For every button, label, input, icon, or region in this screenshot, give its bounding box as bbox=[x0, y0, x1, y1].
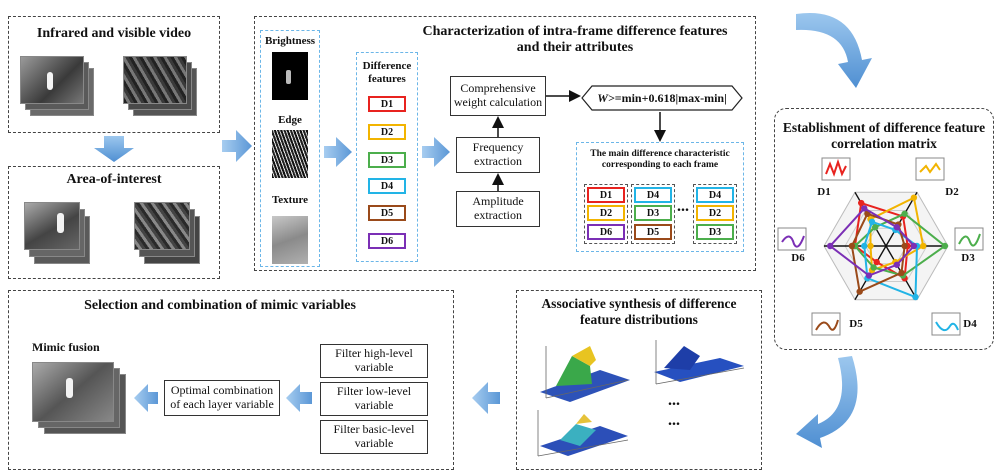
group2-d4: D4 bbox=[634, 187, 672, 203]
difference-features-column bbox=[356, 52, 418, 262]
filter-high-box: Filter high-level variable bbox=[320, 344, 428, 378]
radar-point bbox=[901, 210, 908, 217]
group3-d3: D3 bbox=[696, 224, 734, 240]
radar-point bbox=[910, 194, 918, 201]
radar-point bbox=[871, 224, 879, 231]
frame-group-3 bbox=[693, 184, 737, 244]
flow-arrow-filter-to-optimal bbox=[286, 384, 312, 412]
main-difference-title: The main difference characteristic corre… bbox=[590, 149, 730, 170]
radar-point bbox=[865, 272, 873, 279]
step-arrows bbox=[492, 90, 666, 191]
formula-rhs: =min+0.618|max-min| bbox=[614, 90, 727, 105]
group3-d2: D2 bbox=[696, 205, 734, 221]
group3-d4: D4 bbox=[696, 187, 734, 203]
correlation-title: Establishment of difference feature corr… bbox=[782, 120, 986, 151]
brightness-image bbox=[272, 52, 308, 100]
texture-label: Texture bbox=[271, 194, 309, 206]
frame-group-1 bbox=[584, 184, 628, 244]
diff-feature-d6: D6 bbox=[368, 233, 406, 249]
frequency-extraction-box: Frequency extraction bbox=[456, 137, 540, 173]
video-panel-title: Infrared and visible video bbox=[36, 26, 192, 41]
threshold-formula: W>=min+0.618|max-min| bbox=[582, 86, 742, 110]
radar-point bbox=[856, 288, 863, 295]
video-panel bbox=[8, 16, 220, 133]
formula-lhs: W> bbox=[597, 90, 615, 105]
flow-arrow-features-to-diff bbox=[324, 137, 352, 167]
diff-feature-d5: D5 bbox=[368, 205, 406, 221]
radar-label-d5: D5 bbox=[849, 318, 863, 330]
radar-point bbox=[867, 242, 874, 250]
curved-arrow-top bbox=[796, 12, 872, 88]
radar-point bbox=[870, 264, 877, 271]
radar-point bbox=[858, 199, 865, 207]
amplitude-extraction-box: Amplitude extraction bbox=[456, 191, 540, 227]
main-difference-ellipsis: ... bbox=[677, 198, 689, 215]
selection-panel bbox=[8, 290, 454, 470]
flow-arrow-diff-to-steps bbox=[422, 137, 450, 167]
characterization-title: Characterization of intra-frame differen… bbox=[422, 24, 728, 56]
weight-calculation-box: Comprehensive weight calculation bbox=[450, 76, 546, 116]
frame-group-2 bbox=[631, 184, 675, 244]
radar-point bbox=[920, 242, 927, 250]
main-difference-panel bbox=[576, 142, 744, 252]
surface-plots bbox=[537, 340, 745, 457]
radar-label-d1: D1 bbox=[817, 186, 831, 198]
radar-label-d2: D2 bbox=[945, 186, 959, 198]
radar-label-d4: D4 bbox=[963, 318, 977, 330]
synthesis-ellipsis-2: ... bbox=[668, 412, 680, 429]
curved-arrow-bottom bbox=[796, 356, 858, 448]
aoi-panel-title: Area-of-interest bbox=[66, 172, 162, 187]
flow-arrow-video-to-aoi bbox=[94, 136, 134, 162]
group1-d1: D1 bbox=[587, 187, 625, 203]
radar-point bbox=[873, 258, 880, 266]
group1-d2: D2 bbox=[587, 205, 625, 221]
radar-thumbnail-curves bbox=[781, 158, 981, 332]
radar-point bbox=[898, 269, 905, 277]
radar-point bbox=[941, 242, 949, 250]
radar-point bbox=[848, 242, 856, 250]
diff-feature-d4: D4 bbox=[368, 178, 406, 194]
flow-arrow-to-characterization bbox=[222, 130, 252, 162]
group1-d6: D6 bbox=[587, 224, 625, 240]
correlation-panel bbox=[774, 108, 994, 350]
difference-features-title: Difference features bbox=[362, 60, 412, 85]
diff-feature-d3: D3 bbox=[368, 152, 406, 168]
formula-hexagon bbox=[581, 85, 743, 111]
diff-feature-d2: D2 bbox=[368, 124, 406, 140]
flow-arrow-optimal-to-fusion bbox=[134, 384, 158, 412]
correlation-radar bbox=[823, 191, 949, 301]
radar-label-d6: D6 bbox=[791, 252, 805, 264]
synthesis-panel bbox=[516, 290, 762, 470]
characterization-panel bbox=[254, 16, 756, 271]
radar-point bbox=[861, 242, 868, 250]
synthesis-ellipsis-1: ... bbox=[668, 392, 680, 409]
mimic-fusion-label: Mimic fusion bbox=[32, 340, 100, 354]
filter-basic-box: Filter basic-level variable bbox=[320, 420, 428, 454]
synthesis-title: Associative synthesis of difference feat… bbox=[541, 296, 737, 327]
radar-point bbox=[912, 293, 919, 301]
radar-label-d3: D3 bbox=[961, 252, 975, 264]
feature-images-column bbox=[260, 30, 320, 267]
flow-arrow-synthesis-to-selection bbox=[472, 382, 500, 414]
edge-label: Edge bbox=[278, 114, 302, 126]
radar-point bbox=[910, 242, 918, 250]
diff-feature-d1: D1 bbox=[368, 96, 406, 112]
radar-point bbox=[861, 205, 868, 212]
filter-low-box: Filter low-level variable bbox=[320, 382, 428, 416]
optimal-combination-box: Optimal combination of each layer variab… bbox=[164, 380, 280, 416]
radar-point bbox=[827, 242, 834, 250]
aoi-panel bbox=[8, 166, 220, 279]
edge-image bbox=[272, 130, 308, 178]
selection-title: Selection and combination of mimic varia… bbox=[84, 298, 356, 313]
radar-point bbox=[893, 224, 901, 231]
radar-point bbox=[901, 242, 908, 250]
group2-d3: D3 bbox=[634, 205, 672, 221]
brightness-label: Brightness bbox=[264, 35, 316, 47]
texture-image bbox=[272, 216, 308, 264]
radar-point bbox=[868, 218, 876, 226]
radar-point bbox=[893, 261, 901, 268]
group2-d5: D5 bbox=[634, 224, 672, 240]
